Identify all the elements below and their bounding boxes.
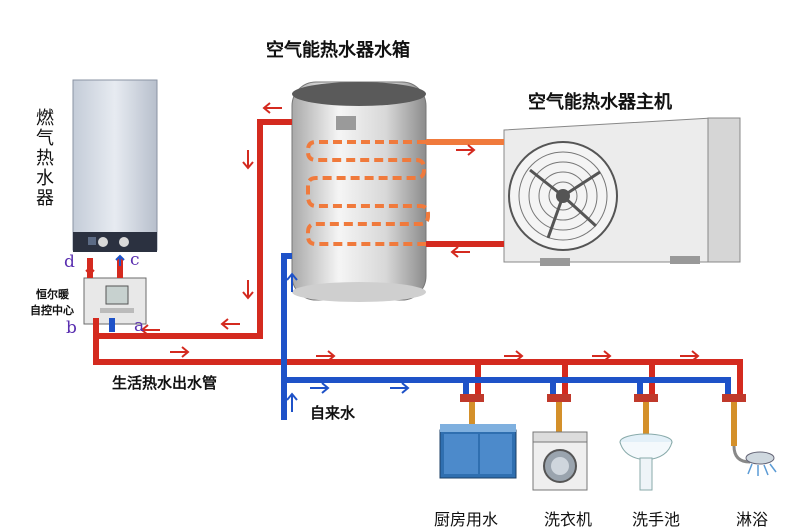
- kitchen-cabinet-icon: [439, 424, 517, 479]
- control-center-label-2: 自控中心: [30, 304, 74, 317]
- water-tank: [291, 81, 427, 302]
- gas-heater-label: 燃气热水器: [33, 108, 54, 208]
- heat-pump-unit: [503, 117, 741, 266]
- control-center-label-1: 恒尔暖: [36, 288, 69, 301]
- wash-basin-icon: [619, 433, 673, 491]
- port-a: a: [134, 316, 145, 336]
- heat-pump-title: 空气能热水器主机: [528, 92, 672, 113]
- outlet-shower-label: 淋浴: [736, 510, 769, 529]
- hot-flow-arrows: [85, 102, 700, 362]
- cold-inlet-label: 自来水: [310, 404, 356, 422]
- port-c: c: [130, 250, 140, 270]
- outlet-basin-label: 洗手池: [632, 510, 681, 529]
- cold-flow-arrows: [115, 254, 410, 412]
- gas-water-heater: [72, 79, 158, 252]
- shower-icon: [732, 445, 777, 476]
- port-b: b: [66, 318, 77, 338]
- hot-outlet-pipe-label: 生活热水出水管: [112, 374, 218, 392]
- heating-coil: [306, 140, 430, 246]
- outlet-kitchen-label: 厨房用水: [434, 510, 499, 529]
- control-center-box: [83, 277, 147, 325]
- unit-pipes: [426, 139, 504, 247]
- tank-title: 空气能热水器水箱: [266, 40, 410, 61]
- outlet-washer-label: 洗衣机: [544, 510, 593, 529]
- port-d: d: [64, 252, 75, 272]
- branch-valves: [460, 394, 746, 402]
- washing-machine-icon: [532, 431, 588, 491]
